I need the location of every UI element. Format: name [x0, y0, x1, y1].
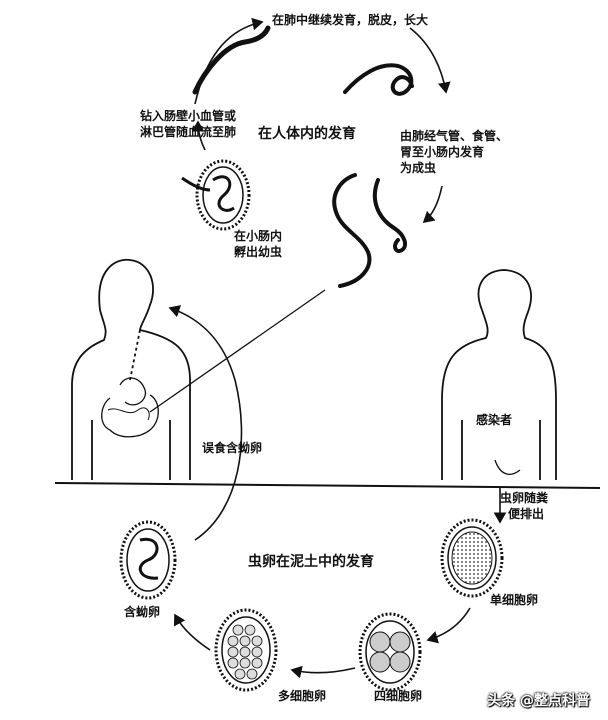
label-excrete-line2: 便排出: [508, 507, 545, 521]
label-infected: 感染者: [476, 413, 513, 427]
label-larva-egg: 含蚴卵: [124, 605, 161, 619]
arrow-single-to-four: [426, 607, 471, 644]
label-in-body-title: 在人体内的发育: [258, 126, 356, 142]
label-hatch-line1: 在小肠内: [234, 229, 283, 243]
label-swallow: 误食含蚴卵: [202, 441, 263, 455]
label-multi-cell: 多细胞卵: [278, 689, 327, 703]
arrow-to-adult: [422, 185, 443, 224]
watermark: 头条 @整点科普: [487, 693, 590, 709]
label-trachea-line2: 胃至小肠内发育: [400, 145, 485, 159]
ground-line: [54, 482, 601, 489]
human-left: [71, 258, 191, 480]
arrow-multi-to-larva: [173, 613, 211, 651]
label-trachea-line3: 为成虫: [400, 161, 437, 175]
arrow-hatch-to-vessel: [191, 120, 206, 151]
label-vessel-line1: 钻入肠壁小血管或: [140, 109, 237, 123]
multi-cell-egg: [214, 608, 278, 692]
label-soil-title: 虫卵在泥土中的发育: [248, 554, 374, 570]
adult-worm-1: [332, 173, 372, 288]
hatching-egg: [181, 159, 251, 231]
arrow-swallow: [168, 305, 243, 541]
label-four-cell: 四细胞卵: [374, 689, 423, 703]
arrow-lung-to-trachea: [409, 27, 451, 94]
four-cell-egg: [358, 612, 422, 692]
arrow-four-to-multi: [290, 665, 356, 679]
label-excrete-line1: 虫卵随粪: [500, 491, 549, 505]
single-cell-egg: [440, 518, 504, 598]
label-lung-growth: 在肺中继续发育，脱皮，长大: [272, 13, 429, 27]
arrow-vessel-to-lung: [194, 17, 264, 105]
worm-lung: [192, 25, 271, 95]
pointer-line: [149, 289, 326, 413]
label-single-cell: 单细胞卵: [490, 593, 539, 607]
human-right: [441, 269, 557, 480]
adult-worm-2: [372, 178, 408, 253]
larva-egg: [119, 520, 177, 600]
label-vessel-line2: 淋巴管随血流至肺: [140, 125, 237, 139]
label-trachea-line1: 由肺经气管、食管、: [400, 129, 509, 143]
label-hatch-line2: 孵出幼虫: [234, 245, 283, 259]
worm-growing: [343, 63, 414, 96]
